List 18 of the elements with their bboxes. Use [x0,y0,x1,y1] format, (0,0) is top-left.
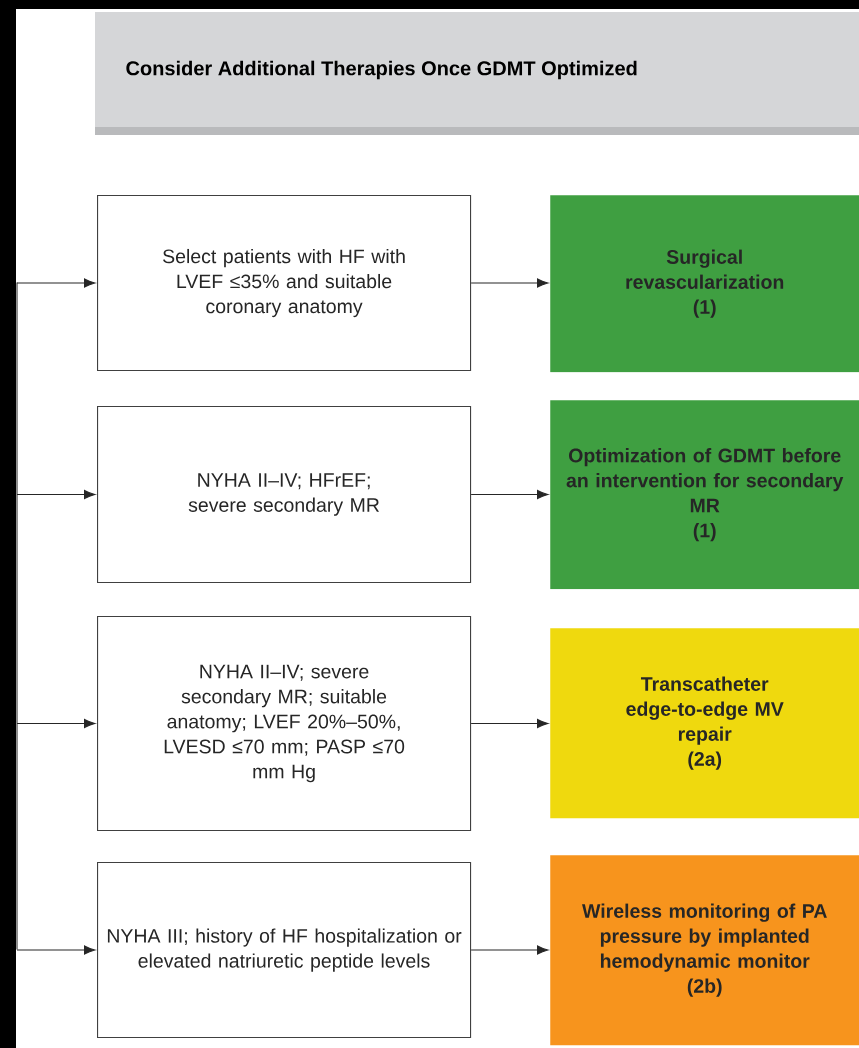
arrow [16,489,96,500]
therapy-box: Surgical revascularization (1) [550,195,859,373]
criteria-box: Select patients with HF with LVEF ≤35% and suitable coronary anatomy [97,195,472,372]
arrow [16,278,96,288]
therapy-box: Wireless monitoring of PA pressure by implanted hemodynamic monitor (2b) [550,855,859,1046]
title-bar: Consider Additional Therapies Once GDMT Optimized [95,12,859,135]
therapy-box: Transcatheter edge-to-edge MV repair (2a) [550,628,859,819]
arrow [470,489,549,500]
arrow [470,278,549,288]
arrow [470,945,549,955]
criteria-box: NYHA II–IV; HFrEF; severe secondary MR [97,406,472,584]
therapy-box: Optimization of GDMT before an intervention for secondary MR (1) [550,400,859,590]
criteria-box: NYHA II–IV; severe secondary MR; suitable anatomy; LVEF 20%–50%, LVESD ≤70 mm; PASP ≤70 mm Hg [97,616,472,832]
arrow [470,718,549,729]
arrow [16,718,96,729]
criteria-box: NYHA III; history of HF hospitalization or elevated natriuretic peptide levels [97,862,472,1039]
connector-line [16,281,18,951]
arrow [16,945,96,955]
